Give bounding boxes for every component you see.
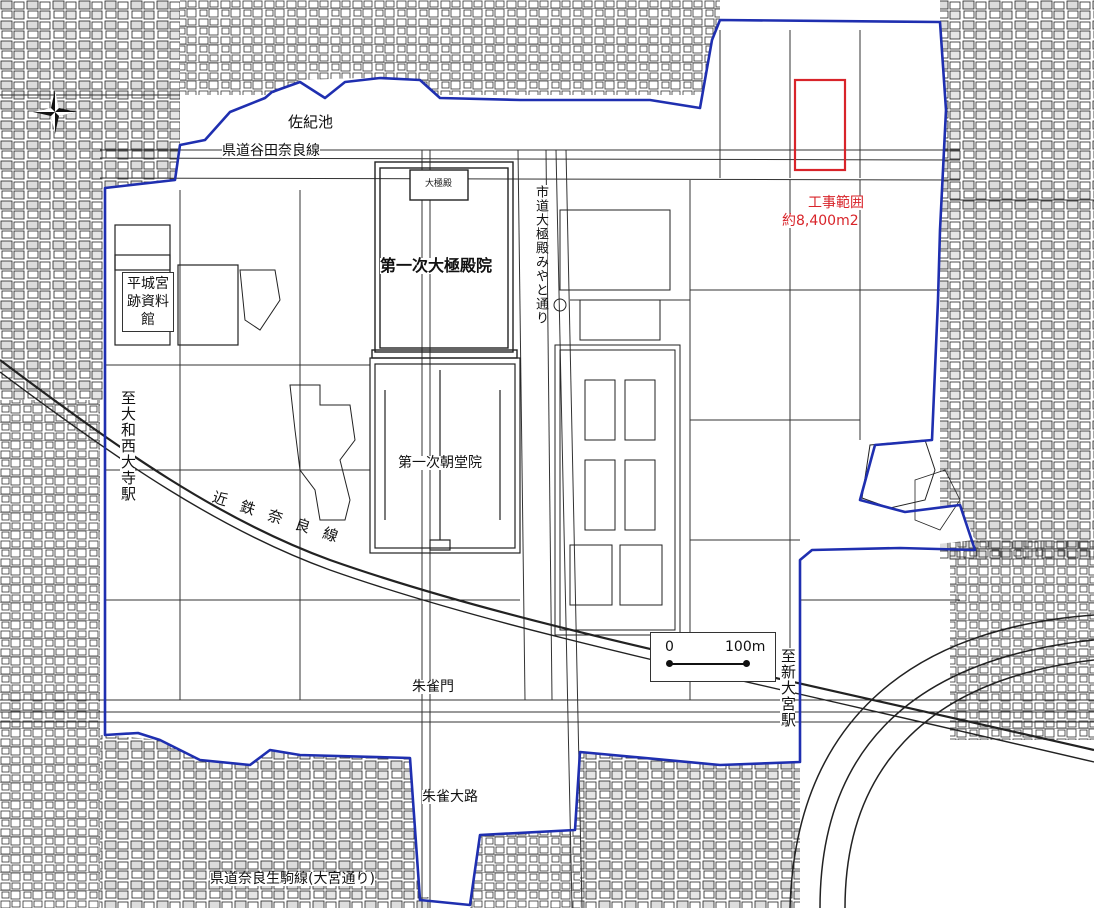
to-shin-omiya-label: 至新大宮駅 — [779, 648, 797, 728]
suzakumon-label: 朱雀門 — [412, 679, 454, 695]
city-road-label: 市道大極殿みやと通り — [533, 185, 548, 325]
daigokuden-label: 第一次大極殿院 — [380, 256, 493, 275]
bottom-road-label: 県道奈良生駒線(大宮通り) — [210, 871, 375, 887]
museum-label: 平城宮 跡資料 館 — [122, 272, 174, 332]
construction-area-rect — [793, 78, 847, 172]
scale-zero: 0 — [665, 639, 674, 655]
chodoin-label: 第一次朝堂院 — [398, 455, 482, 471]
museum-building — [114, 224, 239, 346]
street-lines — [0, 30, 1094, 908]
construction-range-label: 工事範囲 — [808, 195, 864, 211]
scale-bar: 0 100m — [650, 632, 776, 682]
scale-dot-end — [743, 660, 750, 667]
highway-ramp — [789, 614, 1094, 908]
east-palace-grid — [554, 209, 681, 636]
chodoin-compound — [369, 357, 521, 554]
compass-star-icon — [33, 90, 77, 134]
west-building-cluster — [289, 384, 356, 521]
prefectural-road-label: 県道谷田奈良線 — [222, 143, 320, 159]
scale-line — [669, 663, 747, 665]
saki-pond-label: 佐紀池 — [288, 113, 334, 131]
daigokuden-building-label: 大極殿 — [425, 179, 453, 189]
suzaku-oji-label: 朱雀大路 — [422, 789, 478, 805]
project-boundary — [103, 18, 977, 907]
scale-distance: 100m — [725, 639, 766, 655]
to-saidaiji-label: 至大和西大寺駅 — [119, 390, 137, 502]
construction-area-size: 約8,400m2 — [782, 213, 859, 229]
scale-dot-start — [666, 660, 673, 667]
